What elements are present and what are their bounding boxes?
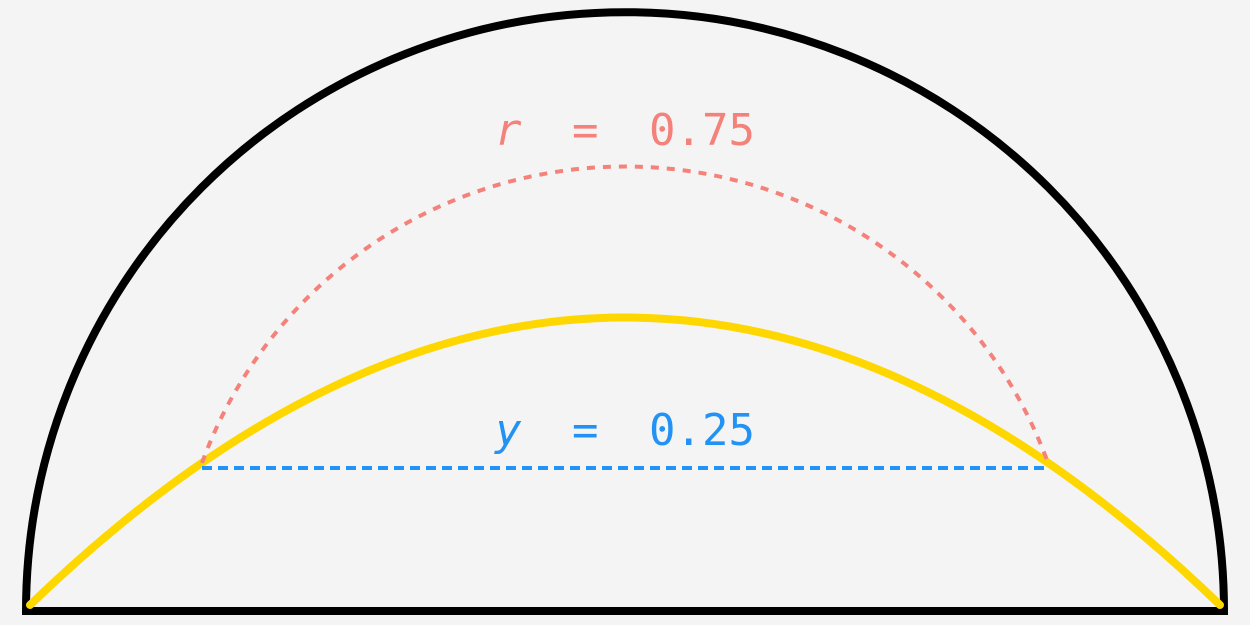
level-label: y = 0.25 <box>494 405 755 456</box>
radius-arc <box>200 164 1050 464</box>
level-label-value: 0.25 <box>649 405 755 456</box>
radius-label-value: 0.75 <box>649 105 755 156</box>
level-label-equals: = <box>572 405 599 456</box>
outer-semicircle <box>21 8 1229 615</box>
yellow-curve <box>26 313 1224 609</box>
radius-label-equals: = <box>572 105 599 156</box>
radius-label-variable: r <box>495 105 522 156</box>
level-label-variable: y <box>494 405 522 456</box>
radius-label: r = 0.75 <box>495 105 755 156</box>
